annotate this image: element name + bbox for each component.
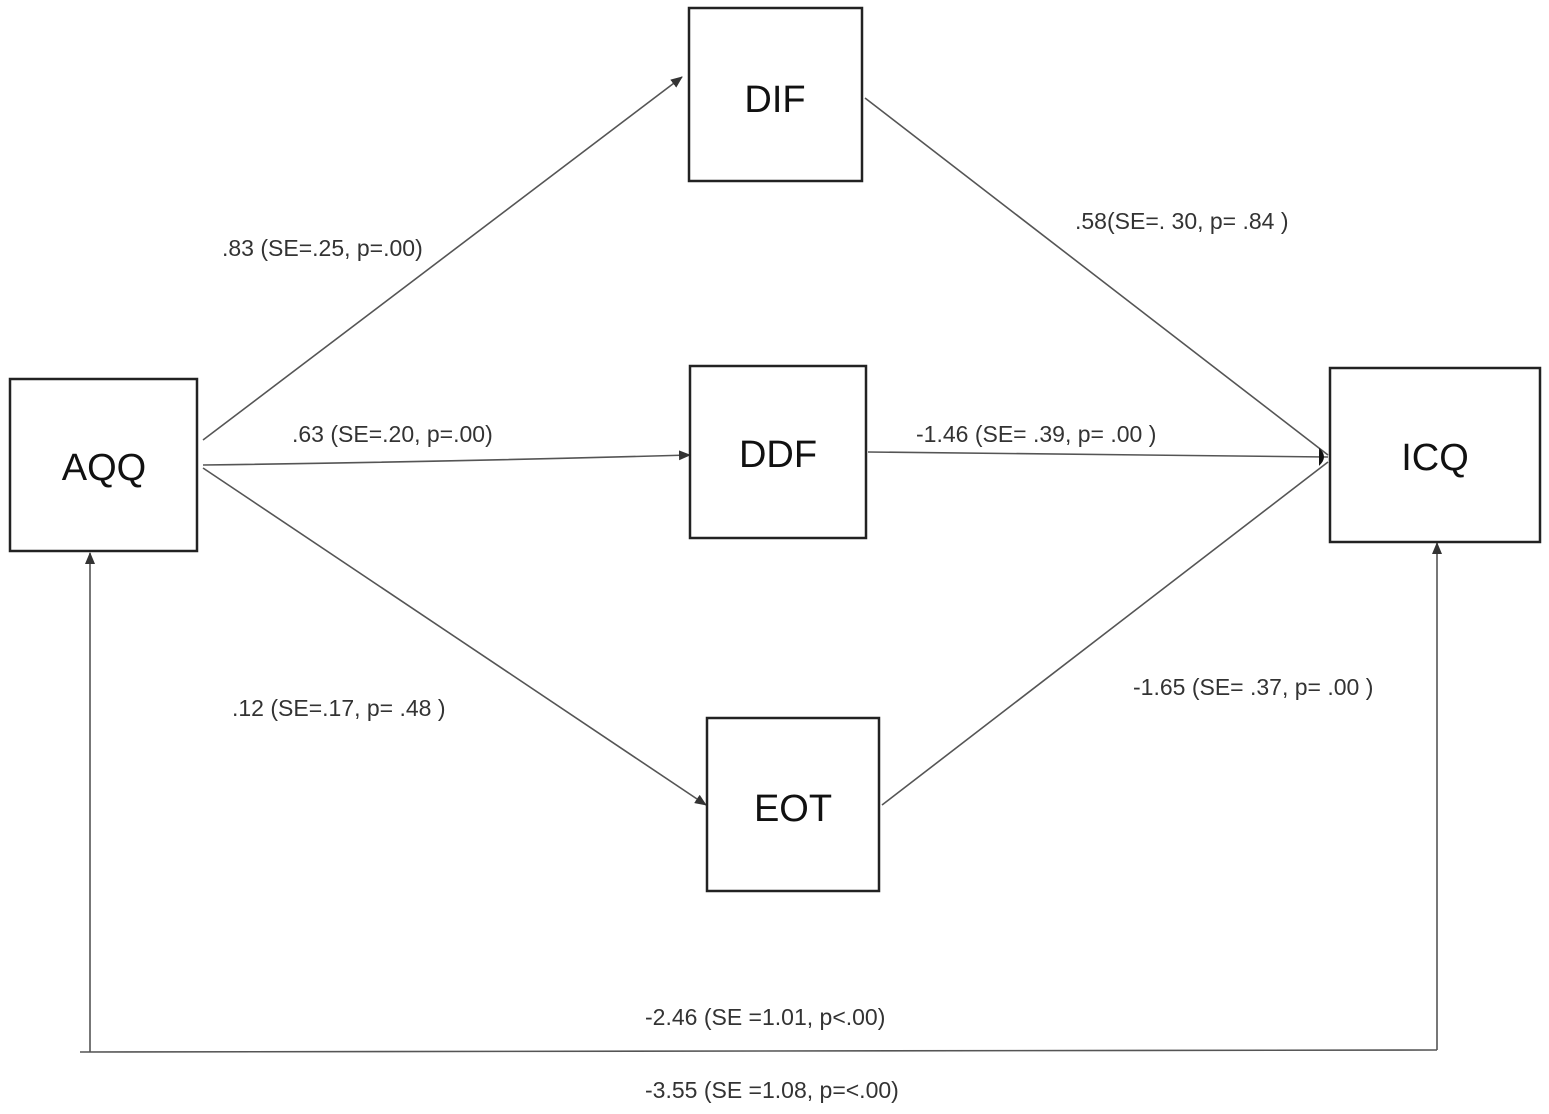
edge-ddf-icq	[867, 447, 1329, 466]
label-total-effect: -2.46 (SE =1.01, p<.00)	[645, 1004, 885, 1030]
node-ddf: DDF	[688, 364, 868, 540]
label-aqq-dif: .83 (SE=.25, p=.00)	[222, 235, 423, 261]
label-eot-icq: -1.65 (SE= .37, p= .00 )	[1133, 674, 1373, 700]
node-dif-label: DIF	[744, 79, 805, 121]
label-dif-icq: .58(SE=. 30, p= .84 )	[1075, 208, 1289, 234]
edge-aqq-dif	[202, 76, 683, 441]
edge-dif-icq	[864, 97, 1329, 456]
node-ddf-label: DDF	[739, 434, 817, 476]
label-ddf-icq: -1.46 (SE= .39, p= .00 )	[916, 421, 1156, 447]
edge-aqq-ddf	[202, 450, 691, 466]
edge-bottom-horizontal	[79, 1049, 1438, 1053]
node-icq: ICQ	[1328, 366, 1542, 544]
node-aqq: AQQ	[8, 377, 199, 553]
label-direct-effect: -3.55 (SE =1.08, p=<.00)	[645, 1077, 899, 1103]
node-dif: DIF	[687, 6, 864, 183]
edge-aqq-eot	[202, 467, 707, 806]
label-aqq-eot: .12 (SE=.17, p= .48 )	[232, 695, 446, 721]
node-eot: EOT	[705, 716, 881, 893]
node-aqq-label: AQQ	[62, 447, 146, 489]
node-icq-label: ICQ	[1401, 437, 1469, 479]
node-eot-label: EOT	[754, 788, 832, 830]
edge-eot-icq	[881, 461, 1329, 806]
label-aqq-ddf: .63 (SE=.20, p=.00)	[292, 421, 493, 447]
